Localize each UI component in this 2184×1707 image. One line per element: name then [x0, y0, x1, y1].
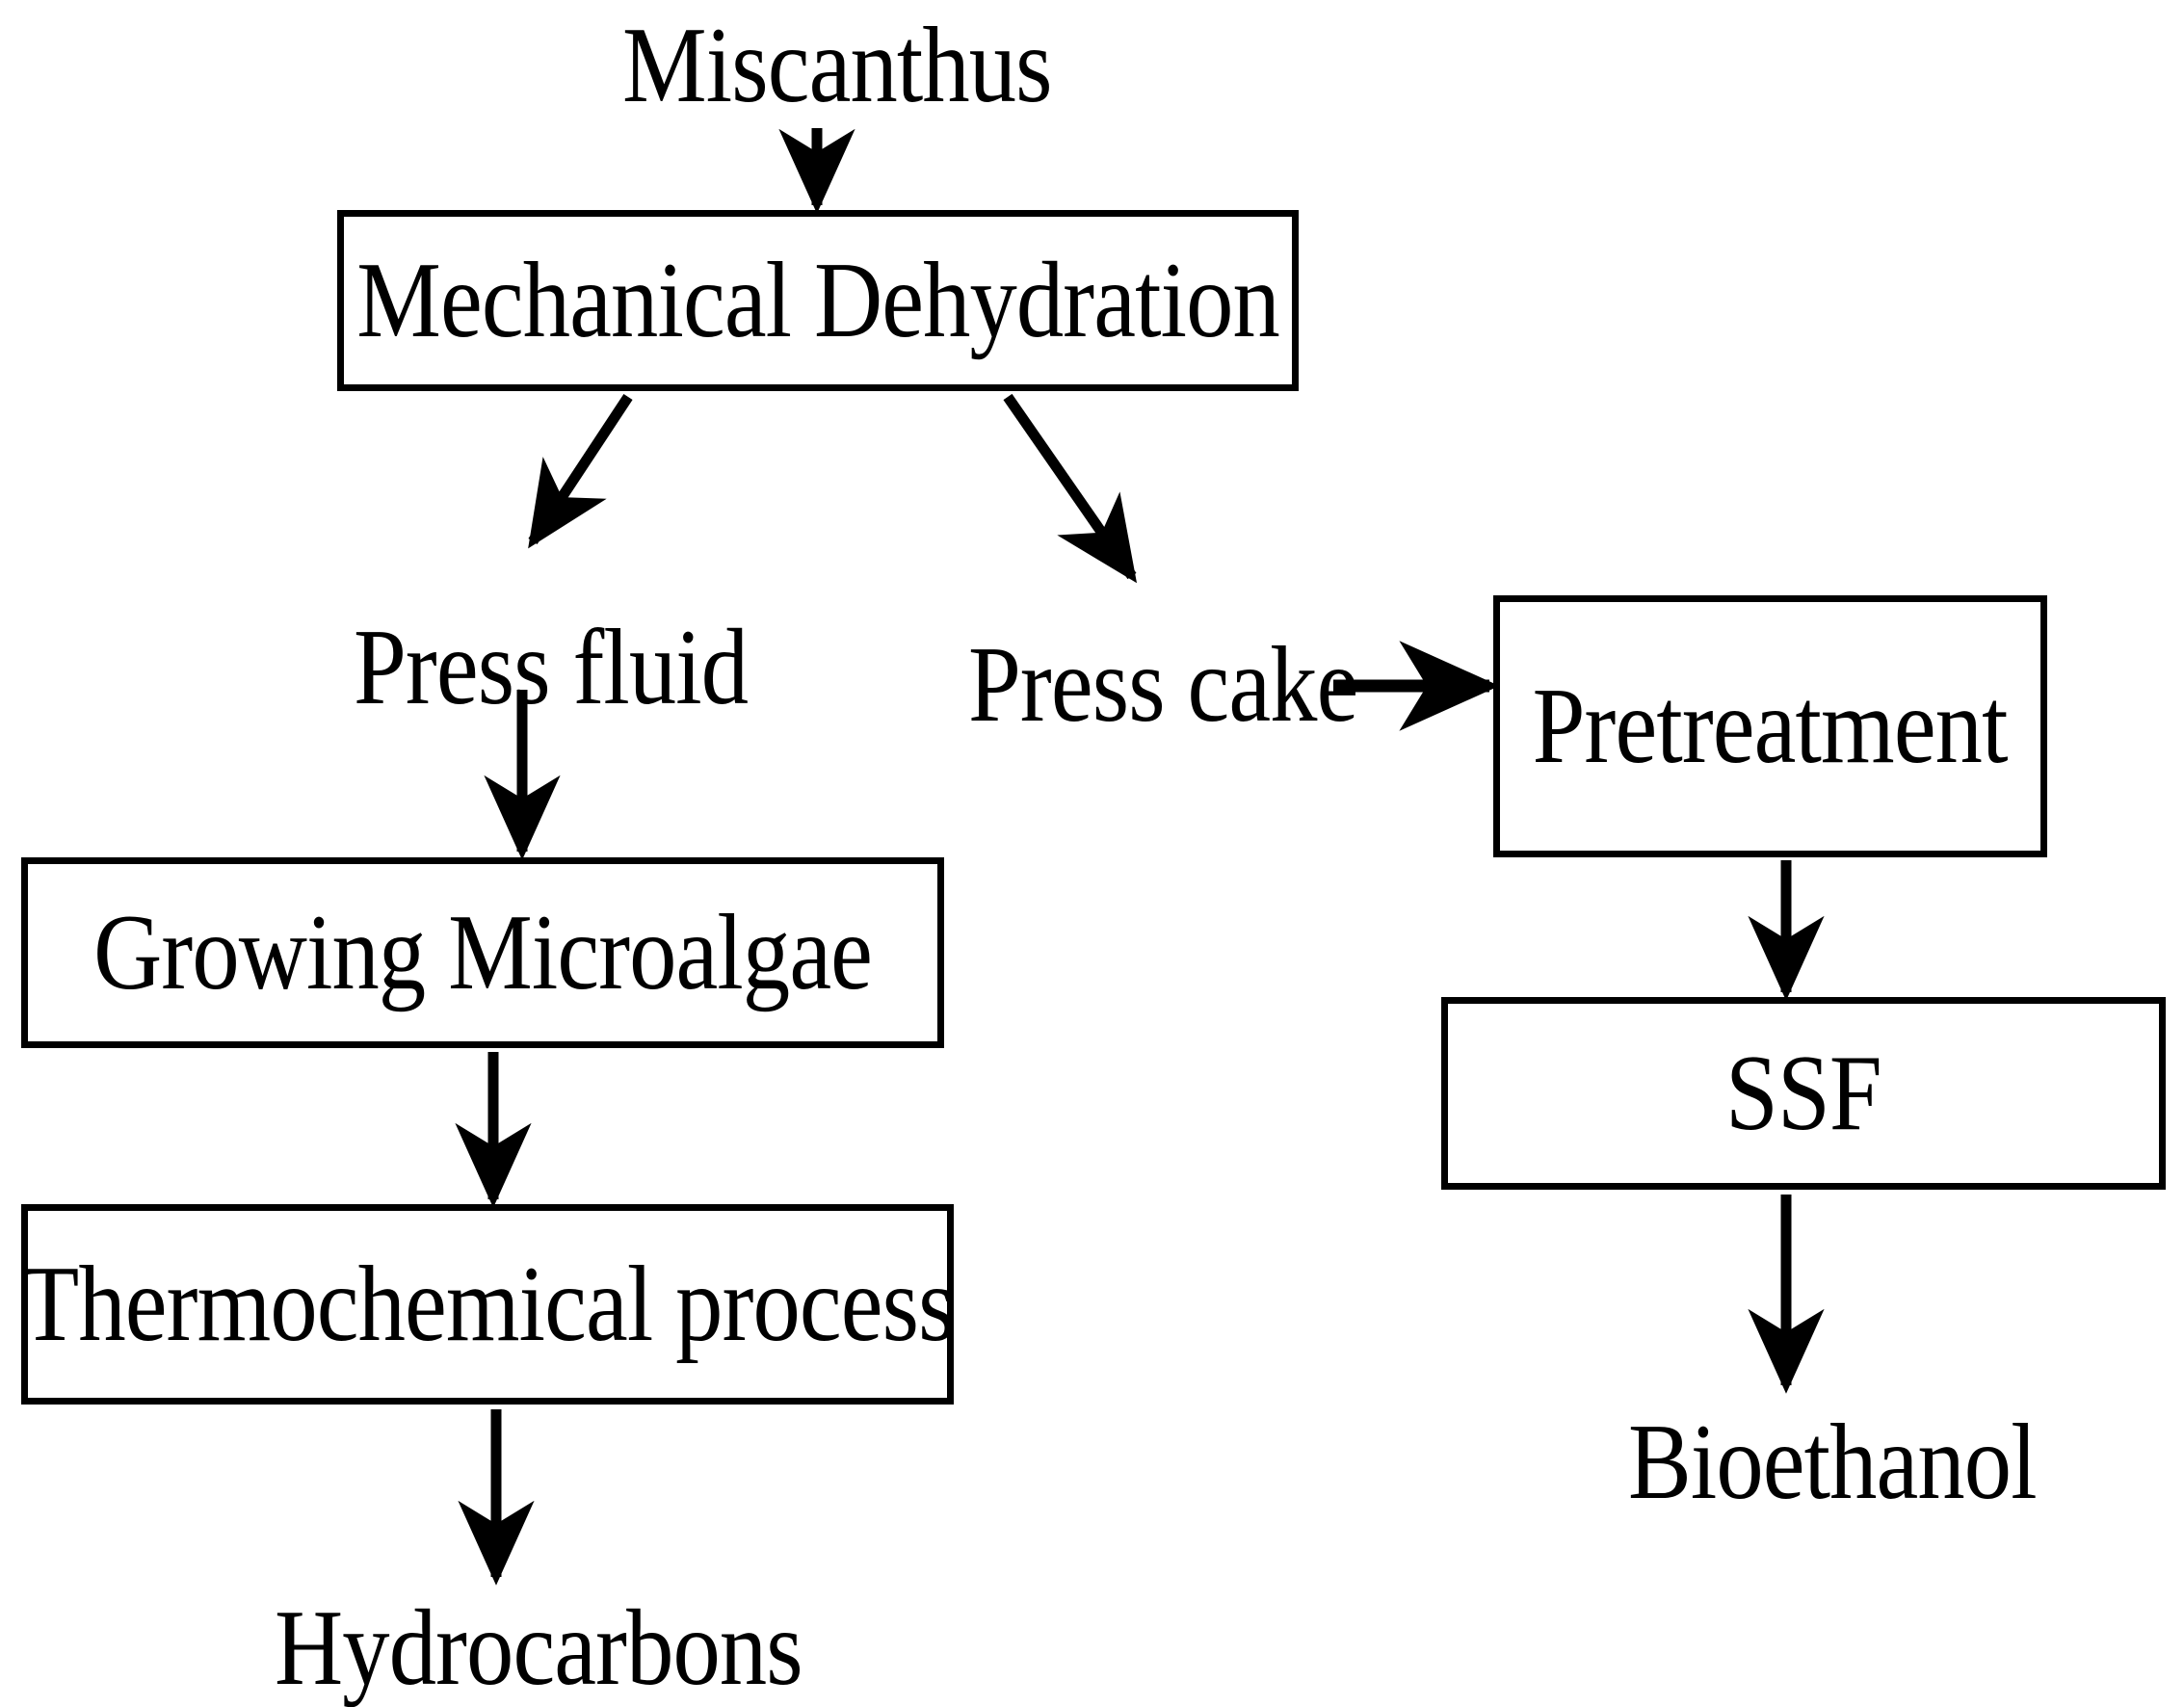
node-label-mechanical-dehydration: Mechanical Dehydration — [356, 241, 1280, 360]
node-label-hydrocarbons: Hydrocarbons — [275, 1589, 803, 1707]
node-label-ssf: SSF — [1725, 1034, 1882, 1153]
node-label-thermochemical-process: Thermochemical process — [20, 1245, 955, 1364]
process-box-mechanical-dehydration: Mechanical Dehydration — [337, 210, 1299, 391]
node-label-pretreatment: Pretreatment — [1533, 667, 2009, 786]
node-label-press-fluid: Press fluid — [354, 608, 749, 727]
process-box-growing-microalgae: Growing Microalgae — [21, 857, 944, 1048]
node-label-growing-microalgae: Growing Microalgae — [93, 893, 873, 1012]
process-box-pretreatment: Pretreatment — [1493, 595, 2047, 857]
node-label-press-cake: Press cake — [968, 625, 1358, 745]
arrow-dehydration-to-press-cake — [1003, 393, 1138, 584]
process-box-thermochemical-process: Thermochemical process — [20, 1204, 955, 1405]
arrow-dehydration-to-press-fluid — [528, 393, 633, 549]
process-box-ssf: SSF — [1441, 997, 2166, 1190]
node-label-miscanthus: Miscanthus — [622, 6, 1053, 125]
node-label-bioethanol: Bioethanol — [1628, 1403, 2038, 1522]
